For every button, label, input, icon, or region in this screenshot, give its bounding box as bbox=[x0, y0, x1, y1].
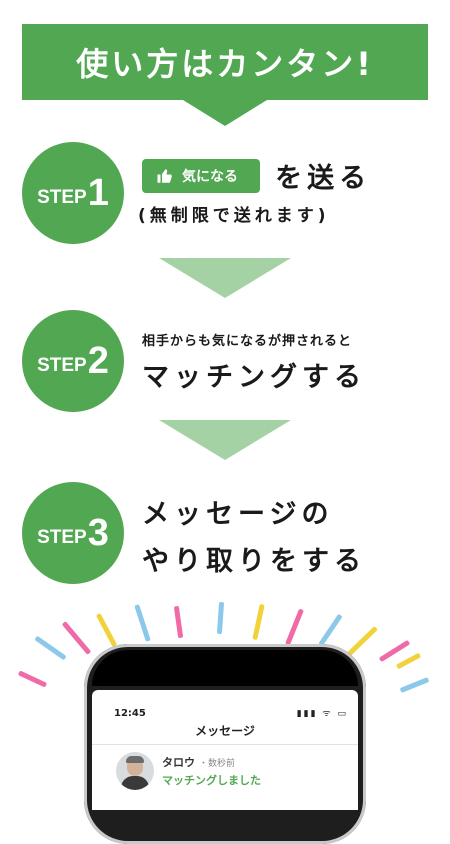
step-3-badge: STEP 3 bbox=[22, 482, 124, 584]
step-arrow-2 bbox=[159, 420, 291, 460]
burst-ray bbox=[395, 652, 422, 670]
headline-banner: 使い方はカンタン! bbox=[22, 24, 428, 100]
burst-ray bbox=[347, 626, 378, 656]
burst-ray bbox=[95, 612, 118, 648]
step-2-text: 相手からも気になるが押されると マッチングする bbox=[142, 330, 366, 394]
phone-screen: 12:45 ▮▮▮ ᯤ ▭ メッセージ タロウ・数秒前 マッチングしました bbox=[92, 690, 358, 810]
step-arrow-1 bbox=[159, 258, 291, 298]
message-preview[interactable]: マッチングしました bbox=[162, 774, 261, 787]
burst-ray bbox=[34, 635, 67, 661]
step-2-word: STEP bbox=[37, 355, 87, 376]
step-3-text: メッセージの やり取りをする bbox=[142, 492, 366, 578]
message-time: ・数秒前 bbox=[199, 759, 236, 769]
step-2-number: 2 bbox=[87, 339, 109, 382]
step-3-word: STEP bbox=[37, 527, 87, 548]
status-time: 12:45 bbox=[114, 708, 146, 719]
step-1-badge: STEP 1 bbox=[22, 142, 124, 244]
sender-name: タロウ bbox=[162, 756, 195, 769]
step-3-line-1: メッセージの bbox=[142, 499, 334, 530]
step-2-badge: STEP 2 bbox=[22, 310, 124, 412]
avatar[interactable] bbox=[116, 752, 154, 790]
burst-ray bbox=[318, 613, 343, 647]
burst-ray bbox=[17, 670, 48, 688]
step-1-subtext: (無制限で送れます) bbox=[138, 206, 330, 226]
burst-ray bbox=[61, 621, 92, 655]
burst-ray bbox=[216, 601, 225, 635]
avatar-hair bbox=[126, 756, 144, 763]
burst-ray bbox=[399, 677, 430, 693]
step-1-suffix: を送る bbox=[275, 163, 372, 194]
burst-ray bbox=[173, 605, 184, 639]
status-icons: ▮▮▮ ᯤ ▭ bbox=[296, 709, 348, 719]
burst-ray bbox=[285, 608, 304, 646]
step-3-number: 3 bbox=[87, 511, 109, 554]
burst-ray bbox=[252, 603, 265, 641]
thumbs-up-icon bbox=[157, 168, 172, 183]
step-3-line-2: やり取りをする bbox=[142, 546, 366, 577]
like-badge-label: 気になる bbox=[182, 168, 238, 185]
step-1-number: 1 bbox=[87, 171, 109, 214]
banner-pointer bbox=[183, 100, 267, 126]
screen-title: メッセージ bbox=[195, 724, 255, 738]
step-1-text: 気になる を送る (無制限で送れます) bbox=[138, 156, 372, 226]
burst-ray bbox=[134, 604, 151, 642]
avatar-body bbox=[121, 776, 149, 790]
message-sender[interactable]: タロウ・数秒前 bbox=[162, 754, 235, 770]
step-2-subtext: 相手からも気になるが押されると bbox=[142, 334, 353, 349]
like-badge: 気になる bbox=[142, 158, 260, 193]
phone-notch-area bbox=[92, 650, 358, 686]
headline-title: 使い方はカンタン! bbox=[76, 45, 374, 83]
header-divider bbox=[92, 744, 358, 745]
step-1-word: STEP bbox=[37, 187, 87, 208]
step-2-main: マッチングする bbox=[142, 362, 366, 393]
